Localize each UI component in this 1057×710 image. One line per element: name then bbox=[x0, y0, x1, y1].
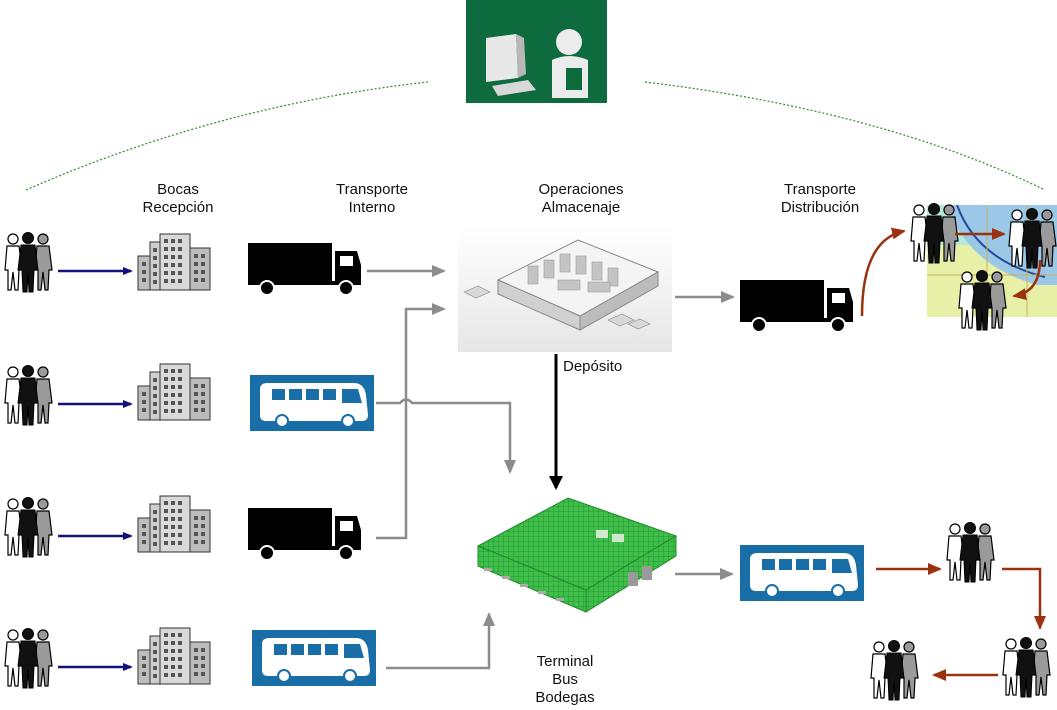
building-icon bbox=[137, 363, 211, 421]
flow-arrow bbox=[376, 303, 446, 540]
bus-icon bbox=[739, 544, 865, 602]
label-bocas-recepcion: Bocas Recepción bbox=[130, 181, 226, 217]
flow-arrow bbox=[376, 398, 516, 474]
label-operaciones-almacenaje: Operaciones Almacenaje bbox=[522, 181, 640, 217]
distribution-arrow bbox=[860, 227, 906, 317]
distribution-arrow bbox=[1012, 259, 1042, 301]
label-terminal-line1: Terminal bbox=[536, 653, 594, 670]
dotted-arc-right bbox=[644, 81, 1046, 191]
label-transporte-distribucion-line1: Transporte bbox=[784, 181, 856, 198]
bus-icon bbox=[251, 629, 377, 687]
people-group-icon bbox=[870, 639, 919, 701]
people-group-icon bbox=[4, 364, 53, 426]
distribution-arrow bbox=[1002, 567, 1046, 630]
people-group-icon bbox=[910, 202, 959, 264]
bus-terminal-icon bbox=[476, 497, 678, 613]
people-group-icon bbox=[4, 496, 53, 558]
people-group-icon bbox=[946, 521, 995, 583]
label-transporte-distribucion-line2: Distribución bbox=[780, 199, 860, 216]
people-group-icon bbox=[4, 627, 53, 689]
truck-icon bbox=[739, 279, 854, 333]
label-operaciones-line1: Operaciones bbox=[538, 181, 624, 198]
label-terminal-line2: Bus bbox=[552, 671, 578, 688]
label-bocas-line1: Bocas bbox=[157, 181, 199, 198]
label-transporte-interno-line2: Interno bbox=[348, 199, 396, 216]
building-icon bbox=[137, 495, 211, 553]
label-bocas-line2: Recepción bbox=[142, 199, 214, 216]
label-terminal-line3: Bodegas bbox=[535, 689, 595, 706]
dotted-arc-left bbox=[25, 81, 429, 191]
computer-user-icon bbox=[466, 0, 607, 103]
flow-arrow bbox=[386, 612, 495, 670]
label-transporte-interno: Transporte Interno bbox=[320, 181, 424, 217]
warehouse-icon bbox=[458, 226, 672, 352]
truck-icon bbox=[247, 507, 362, 561]
building-icon bbox=[137, 233, 211, 291]
people-group-icon bbox=[1008, 207, 1057, 269]
label-transporte-interno-line1: Transporte bbox=[336, 181, 408, 198]
bus-icon bbox=[249, 374, 375, 432]
truck-icon bbox=[247, 242, 362, 296]
label-transporte-distribucion: Transporte Distribución bbox=[766, 181, 874, 217]
label-terminal-bus-bodegas: Terminal Bus Bodegas bbox=[520, 653, 610, 707]
label-operaciones-line2: Almacenaje bbox=[541, 199, 621, 216]
label-deposito: Depósito bbox=[563, 358, 623, 375]
people-group-icon bbox=[4, 231, 53, 293]
people-group-icon bbox=[958, 269, 1007, 331]
building-icon bbox=[137, 627, 211, 685]
people-group-icon bbox=[1002, 636, 1051, 698]
